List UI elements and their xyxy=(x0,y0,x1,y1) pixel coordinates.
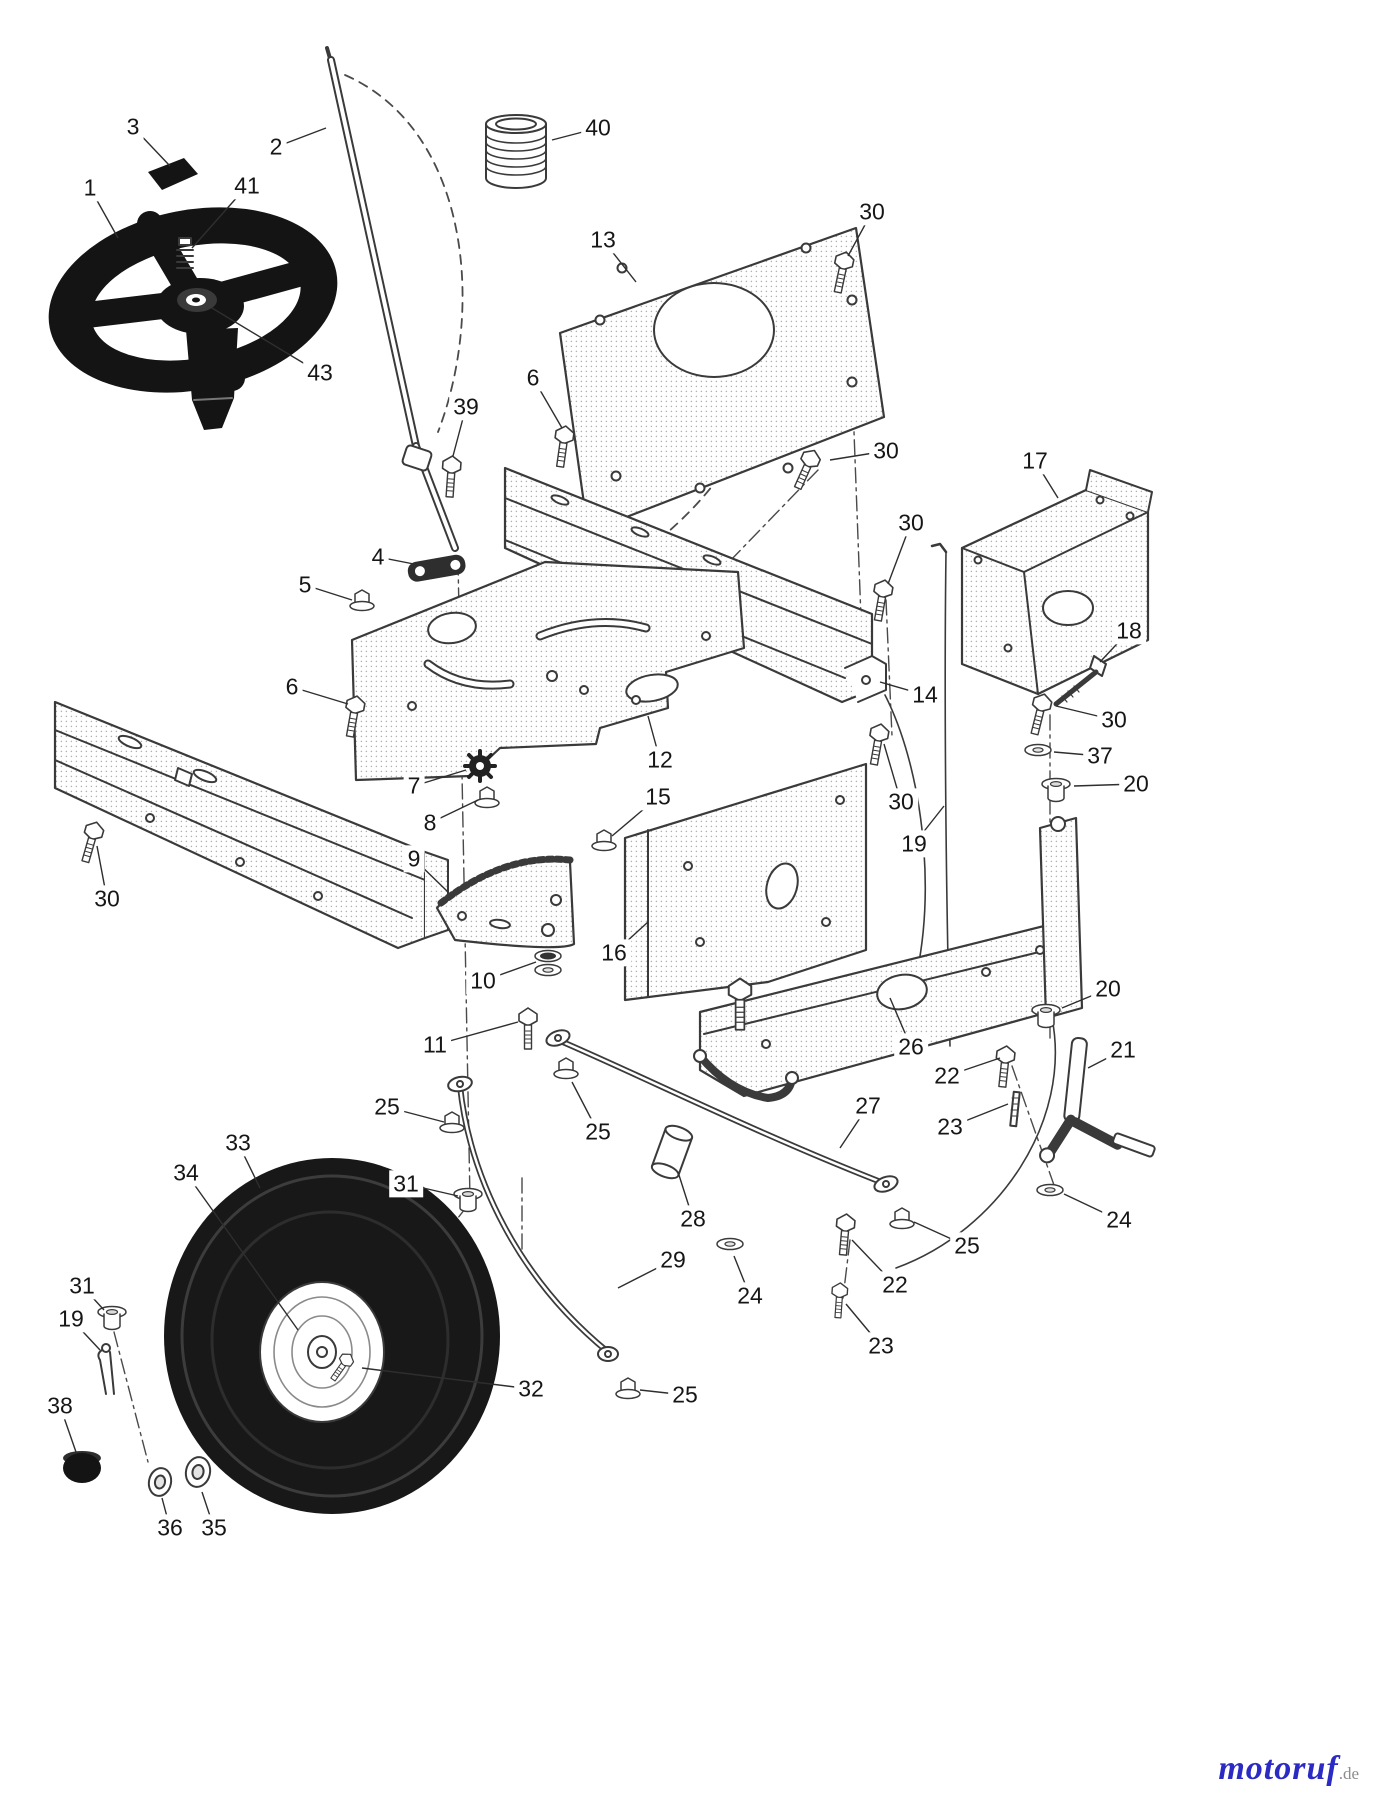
leader-line-30 xyxy=(829,450,887,461)
leader-line-6 xyxy=(291,686,349,705)
washer-stack-drawing xyxy=(534,949,562,977)
leader-line-25 xyxy=(386,1106,445,1123)
bottom-left-hardware-drawing xyxy=(63,1305,212,1497)
leader-line-24 xyxy=(733,1255,751,1297)
leader-line-21 xyxy=(1087,1049,1124,1069)
frame-rail-left-drawing xyxy=(53,700,449,950)
spindle-drawing xyxy=(1009,816,1156,1164)
leader-line-2 xyxy=(275,127,327,148)
steering-shaft-drawing xyxy=(325,46,459,552)
leader-line-25 xyxy=(639,1389,686,1396)
leader-line-23 xyxy=(845,1303,882,1347)
steering-support-drawing xyxy=(407,554,466,582)
leader-line-35 xyxy=(201,1491,215,1529)
leader-line-30 xyxy=(96,845,108,900)
leader-line-29 xyxy=(617,1259,674,1289)
leader-line-25 xyxy=(571,1081,599,1133)
pinion-gear-drawing xyxy=(463,749,497,783)
leader-line-40 xyxy=(551,127,599,141)
steering-wheel-drawing xyxy=(48,207,338,430)
leader-line-37 xyxy=(1053,751,1101,757)
leader-line-39 xyxy=(452,406,467,457)
leader-line-22 xyxy=(946,1057,1001,1077)
leader-line-20 xyxy=(1073,783,1137,787)
leader-line-27 xyxy=(839,1105,869,1149)
drag-link-drawing xyxy=(447,1075,619,1362)
leader-line-6 xyxy=(532,377,563,429)
watermark-suffix: .de xyxy=(1338,1764,1359,1783)
leader-line-19 xyxy=(70,1318,101,1351)
leader-line-30 xyxy=(883,743,902,803)
leader-line-1 xyxy=(89,187,119,239)
leader-line-31 xyxy=(81,1285,105,1311)
leader-line-4 xyxy=(377,556,425,567)
leader-line-36 xyxy=(161,1497,171,1529)
console-plate-drawing xyxy=(350,560,746,782)
leader-line-11 xyxy=(434,1021,519,1046)
leader-line-22 xyxy=(851,1239,896,1286)
leader-line-8 xyxy=(429,799,479,824)
leader-line-34 xyxy=(185,1172,299,1331)
leader-line-3 xyxy=(132,126,171,167)
watermark-logo[interactable]: motoruf.de xyxy=(1218,1750,1359,1788)
leader-line-5 xyxy=(304,584,353,601)
leader-line-24 xyxy=(1063,1193,1120,1221)
steering-boot-drawing xyxy=(485,114,547,189)
seat-plate-drawing xyxy=(558,226,886,534)
leader-line-17 xyxy=(1034,460,1059,499)
leader-line-13 xyxy=(602,239,637,283)
leader-line-28 xyxy=(677,1171,694,1220)
leader-line-10 xyxy=(482,961,537,982)
leader-line-43 xyxy=(211,307,321,374)
axle-support-bracket-drawing xyxy=(623,762,868,1002)
leader-line-12 xyxy=(647,715,661,761)
leader-line-32 xyxy=(361,1367,532,1390)
leader-line-30 xyxy=(1055,705,1115,721)
leader-line-23 xyxy=(949,1103,1009,1128)
leader-line-30 xyxy=(887,522,912,585)
tie-rod-drawing xyxy=(545,1029,899,1193)
leader-line-38 xyxy=(59,1405,77,1453)
support-rod-drawing xyxy=(930,542,948,554)
leader-line-19 xyxy=(913,805,945,845)
watermark-brand: motoruf xyxy=(1218,1750,1339,1787)
sector-gear-drawing xyxy=(435,855,576,949)
cap-drawing xyxy=(148,158,198,190)
long-bolt-drawing xyxy=(1053,655,1107,707)
support-bracket-drawing xyxy=(960,469,1153,696)
wheel-drawing xyxy=(164,1158,500,1514)
